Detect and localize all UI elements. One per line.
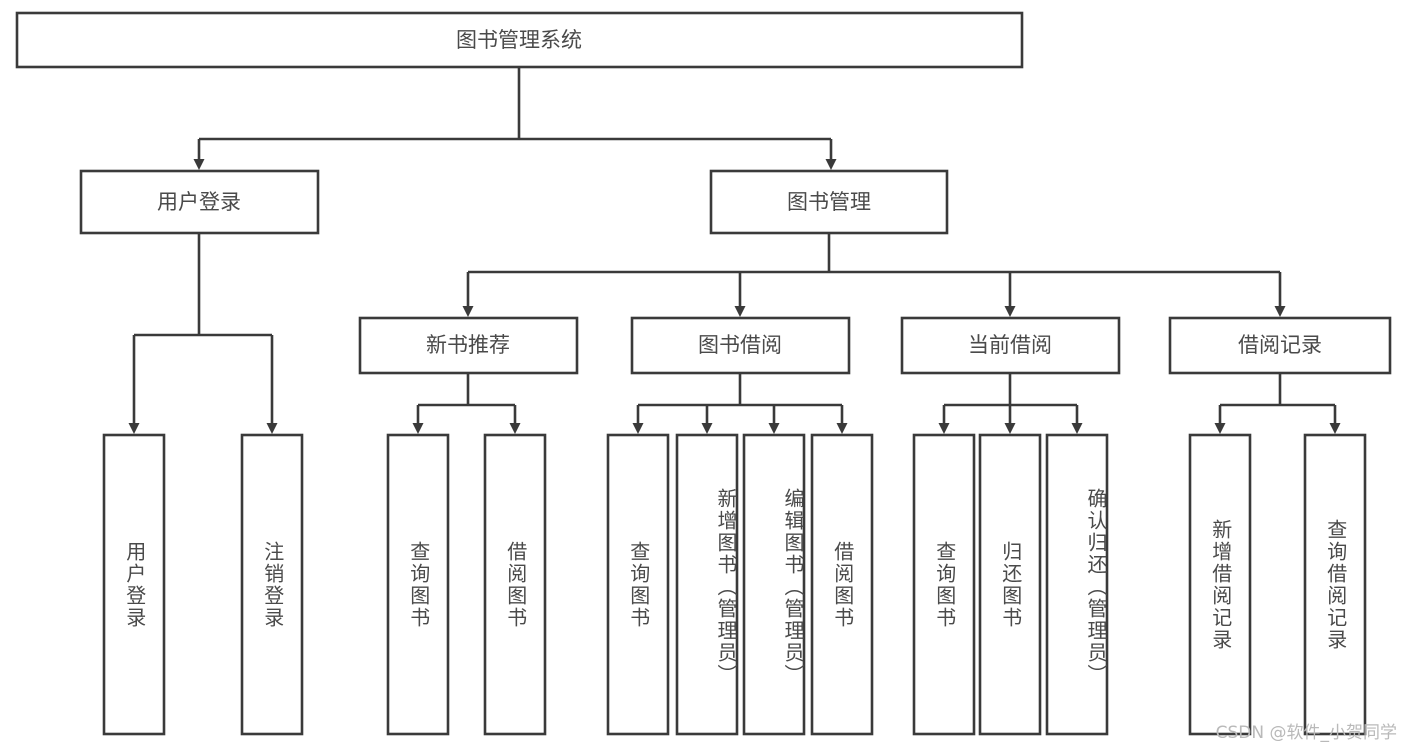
node-borrow-record[interactable] bbox=[1168, 316, 1392, 375]
leaf-box-book-borrow-0[interactable] bbox=[606, 433, 670, 736]
leaf-box-current-borrow-2[interactable] bbox=[1045, 433, 1109, 736]
label-book-manage: 图书管理 bbox=[787, 190, 871, 214]
leaf-box-user-login-0[interactable] bbox=[102, 433, 166, 736]
node-current-borrow[interactable] bbox=[900, 316, 1121, 375]
node-book-manage[interactable] bbox=[709, 169, 949, 235]
label-borrow-record: 借阅记录 bbox=[1238, 333, 1322, 357]
leaf-box-current-borrow-1[interactable] bbox=[978, 433, 1042, 736]
leaf-box-borrow-record-0[interactable] bbox=[1188, 433, 1252, 736]
node-book-borrow[interactable] bbox=[630, 316, 851, 375]
leaf-box-new-book-rec-1[interactable] bbox=[483, 433, 547, 736]
leaf-box-book-borrow-3[interactable] bbox=[810, 433, 874, 736]
node-root[interactable] bbox=[15, 11, 1024, 69]
leaf-box-user-login-1[interactable] bbox=[240, 433, 304, 736]
node-user-login[interactable] bbox=[79, 169, 320, 235]
leaf-box-book-borrow-2[interactable] bbox=[742, 433, 806, 736]
label-new-book-rec: 新书推荐 bbox=[426, 333, 510, 357]
leaf-box-borrow-record-1[interactable] bbox=[1303, 433, 1367, 736]
label-book-borrow: 图书借阅 bbox=[698, 333, 782, 357]
node-new-book-rec[interactable] bbox=[358, 316, 579, 375]
label-root: 图书管理系统 bbox=[456, 28, 582, 52]
leaf-box-book-borrow-1[interactable] bbox=[675, 433, 739, 736]
leaf-box-new-book-rec-0[interactable] bbox=[386, 433, 450, 736]
label-user-login: 用户登录 bbox=[157, 190, 241, 214]
leaf-box-current-borrow-0[interactable] bbox=[912, 433, 976, 736]
label-current-borrow: 当前借阅 bbox=[968, 333, 1052, 357]
